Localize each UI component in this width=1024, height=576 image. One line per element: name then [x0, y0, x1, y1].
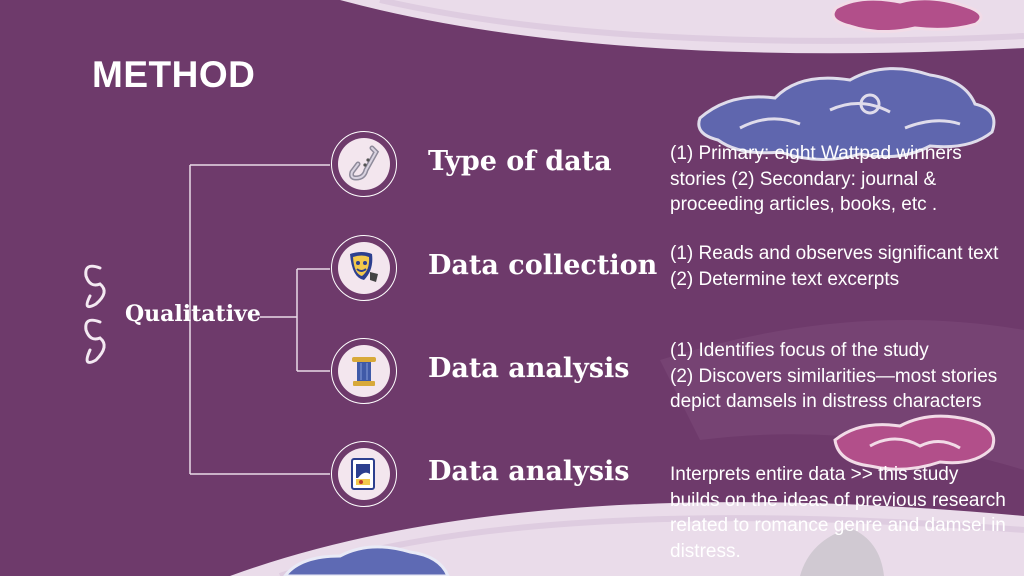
- step-icon-circle: [331, 441, 397, 507]
- theater-mask-icon: [350, 252, 378, 282]
- page-title: METHOD: [92, 54, 256, 95]
- saxophone-icon: [349, 145, 380, 181]
- approach-label: Qualitative: [125, 301, 261, 327]
- ornament-curl: [84, 264, 106, 364]
- step-description: (1) Identifies focus of the study (2) Di…: [670, 340, 998, 412]
- leaf-shape: [800, 528, 884, 576]
- cloud-pink-right: [833, 414, 996, 471]
- step-description: (1) Primary: eight Wattpad winners stori…: [670, 143, 962, 215]
- step-description: Interprets entire data >> this study bui…: [670, 464, 1006, 562]
- painting-icon: [351, 458, 375, 490]
- step-label: Data analysis: [428, 353, 630, 384]
- step-icon-circle: [331, 338, 397, 404]
- cloud-blue-bottom: [283, 545, 450, 576]
- cloud-pink-top: [831, 0, 983, 34]
- cloud-blue-top: [697, 67, 996, 161]
- step-description: (1) Reads and observes significant text …: [670, 243, 999, 290]
- step-icon-circle: [331, 131, 397, 197]
- step-label: Data collection: [428, 250, 658, 281]
- step-label: Type of data: [428, 146, 612, 177]
- step-label: Data analysis: [428, 456, 630, 487]
- step-icon-circle: [331, 235, 397, 301]
- column-icon: [352, 357, 376, 386]
